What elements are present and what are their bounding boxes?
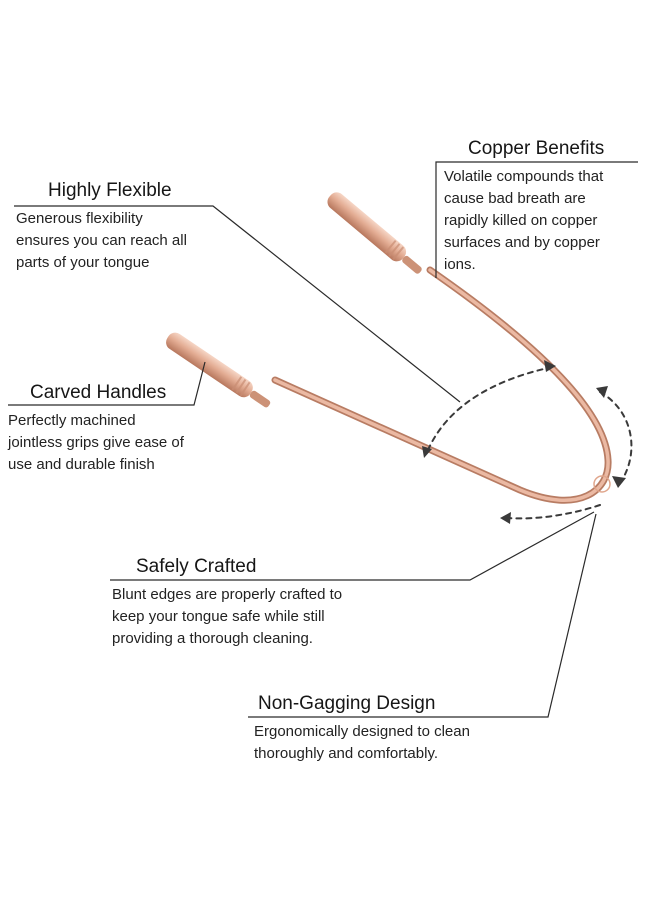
copper-benefits-line: Volatile compounds that	[444, 168, 604, 185]
carved-handles-description: Perfectly machined jointless grips give …	[8, 410, 218, 476]
non-gagging-design-line: Ergonomically designed to clean	[254, 723, 470, 740]
safely-crafted-line: Blunt edges are properly crafted to	[112, 586, 343, 603]
safely-crafted-line: keep your tongue safe while still	[112, 608, 325, 625]
highly-flexible-line: parts of your tongue	[16, 254, 150, 271]
callout-lines	[8, 161, 638, 718]
carved-handles-line: Perfectly machined	[8, 412, 136, 429]
arrowheads	[422, 360, 626, 524]
highly-flexible-line: ensures you can reach all	[16, 232, 187, 249]
lower-handle	[166, 332, 271, 408]
non-gagging-design-title: Non-Gagging Design	[258, 693, 436, 714]
flex-arrows	[427, 367, 633, 520]
copper-benefits-line: rapidly killed on copper	[444, 212, 598, 229]
non-gagging-design-description: Ergonomically designed to clean thorough…	[254, 721, 534, 765]
copper-benefits-line: surfaces and by copper	[444, 234, 600, 251]
carved-handles-title: Carved Handles	[30, 382, 167, 403]
copper-benefits-title: Copper Benefits	[468, 138, 605, 159]
copper-benefits-line: cause bad breath are	[444, 190, 586, 207]
safely-crafted-title: Safely Crafted	[136, 556, 257, 577]
curve-marker	[593, 475, 611, 493]
copper-benefits-line: ions.	[444, 256, 476, 273]
carved-handles-line: jointless grips give ease of	[8, 434, 184, 451]
highly-flexible-description: Generous flexibility ensures you can rea…	[16, 208, 216, 274]
upper-handle	[327, 192, 422, 274]
copper-benefits-description: Volatile compounds that cause bad breath…	[444, 166, 654, 276]
safely-crafted-line: providing a thorough cleaning.	[112, 630, 313, 647]
highly-flexible-title: Highly Flexible	[48, 180, 172, 201]
safely-crafted-description: Blunt edges are properly crafted to keep…	[112, 584, 402, 650]
copper-band	[271, 266, 612, 504]
non-gagging-design-line: thoroughly and comfortably.	[254, 745, 438, 762]
highly-flexible-line: Generous flexibility	[16, 210, 143, 227]
carved-handles-line: use and durable finish	[8, 456, 155, 473]
